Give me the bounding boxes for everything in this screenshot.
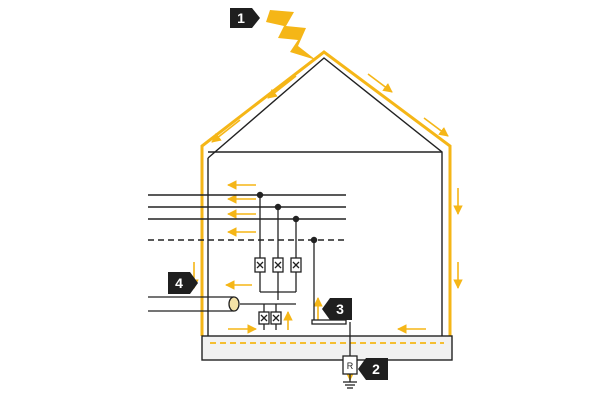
lightning-bolt-icon: [266, 10, 316, 60]
surge-arrester-icon: [290, 257, 302, 273]
surge-arrester-icon: [258, 311, 270, 325]
callout-badge-4: 4: [168, 272, 198, 294]
foundation: [201, 335, 453, 361]
surge-arrester-icon: [254, 257, 266, 273]
callout-badge-3: 3: [322, 298, 352, 320]
callout-badge-1: 1: [230, 8, 260, 28]
surge-arrester-group: [254, 191, 318, 320]
current-flow-arrows: [189, 73, 463, 381]
resistor-icon: R: [342, 355, 358, 375]
cable-shield: [228, 296, 240, 312]
callout-badge-2: 2: [358, 358, 388, 380]
building-outline: [207, 57, 443, 336]
arrow-roof-left-1: [267, 75, 297, 99]
air-termination-conductor: [200, 50, 452, 336]
resistor-label: R: [347, 361, 354, 371]
arrow-roof-right-2: [423, 117, 449, 137]
svg-text:1: 1: [237, 10, 245, 26]
equipotential-bonding-bar: [311, 319, 351, 356]
telecom-cable: [148, 296, 296, 330]
svg-text:4: 4: [175, 275, 183, 291]
arrow-roof-right-1: [367, 73, 393, 93]
power-supply-lines: [148, 194, 346, 241]
svg-text:3: 3: [336, 301, 344, 317]
arrow-roof-left-2: [211, 119, 241, 143]
surge-arrester-icon: [270, 311, 282, 325]
ground-symbol-icon: [343, 374, 357, 389]
surge-arrester-icon: [272, 257, 284, 273]
svg-text:2: 2: [372, 361, 380, 377]
